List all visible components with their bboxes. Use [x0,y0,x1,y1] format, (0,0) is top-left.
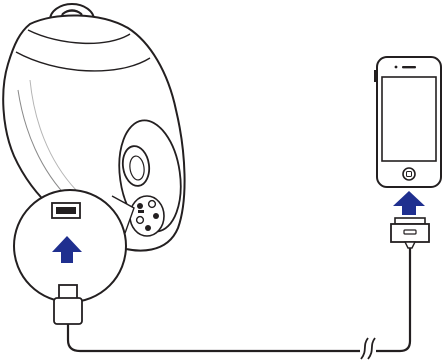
rear-connectors [130,196,164,236]
dock-insert-arrow [393,191,425,215]
usb-port-icon [52,203,80,218]
smartphone-icon [374,57,441,187]
dock-connector-icon [391,218,429,248]
usb-plug-icon [54,285,82,324]
phone-screen [382,77,436,161]
phone-home-button [403,168,415,180]
